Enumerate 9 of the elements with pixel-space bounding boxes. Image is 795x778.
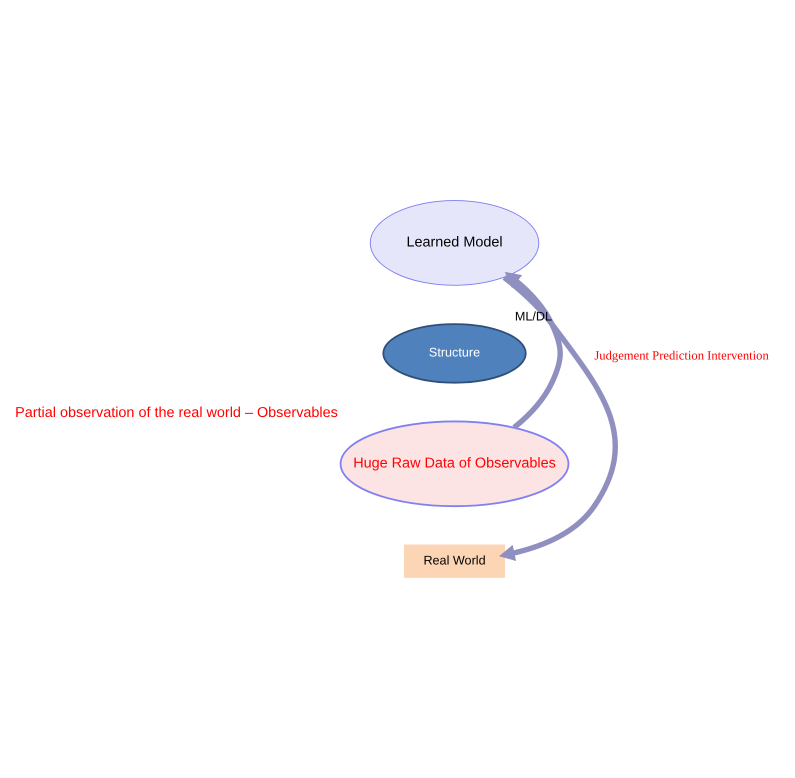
arrow — [504, 272, 563, 430]
edge-label: Judgement Prediction Intervention — [594, 348, 769, 362]
node-box: Real World — [404, 544, 505, 578]
edge-label: ML/DL — [514, 310, 552, 324]
node-ellipse: Learned Model — [370, 200, 540, 286]
node-label: Partial observation of the real world – Observables — [15, 404, 338, 421]
node-ellipse: Huge Raw Data of Observables — [340, 420, 570, 508]
node-ellipse: Structure — [382, 323, 527, 384]
arrow — [498, 275, 618, 562]
